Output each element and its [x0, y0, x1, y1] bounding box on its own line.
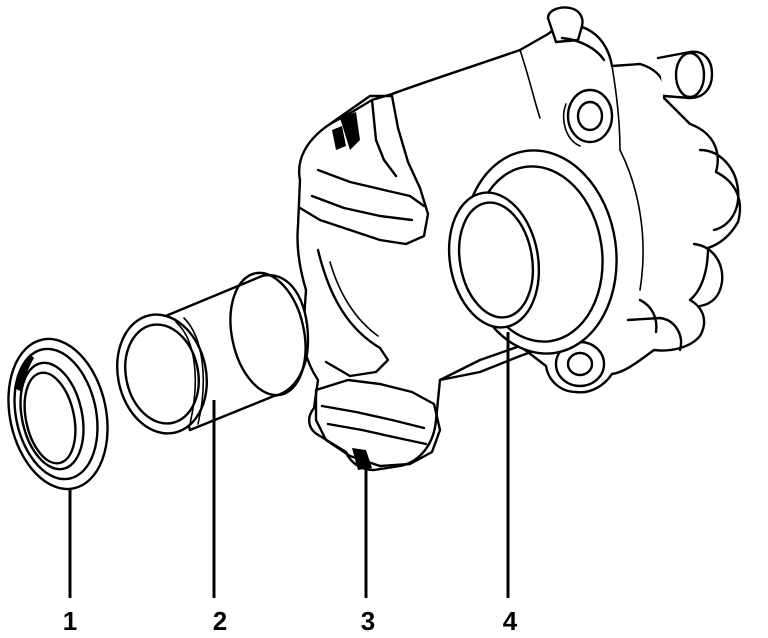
piston [115, 271, 310, 435]
callout-1: 1 [63, 606, 77, 636]
dust-boot [7, 337, 109, 491]
callout-3: 3 [361, 606, 375, 636]
piston-seal [447, 191, 541, 329]
callout-4: 4 [503, 606, 518, 636]
leader-lines [68, 332, 510, 598]
callout-2: 2 [213, 606, 227, 636]
callout-labels: 1 2 3 4 [63, 606, 518, 636]
